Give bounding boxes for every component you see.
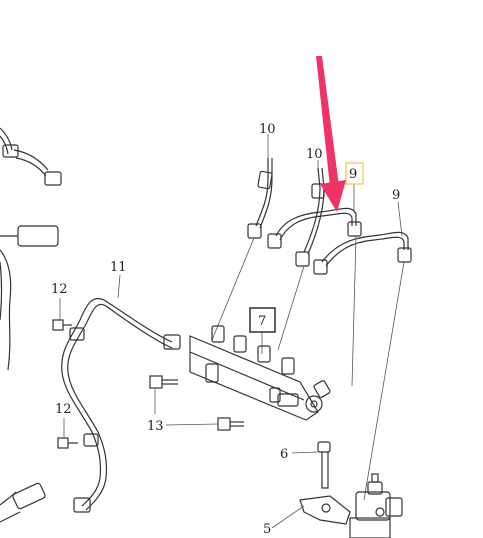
- return-line-11: [61, 297, 181, 513]
- callout-9-right: 9: [392, 188, 400, 203]
- injector: [349, 473, 403, 538]
- bolt-13-upper: [149, 375, 178, 414]
- fuel-rail-7: [189, 325, 331, 421]
- injection-pipe-10-left: [247, 134, 273, 239]
- callout-7: 7: [258, 314, 266, 329]
- left-hose-middle: [0, 225, 59, 371]
- injection-pipe-9-middle: [267, 184, 362, 249]
- red-arrow-annotation: [316, 56, 346, 212]
- callout-5: 5: [263, 522, 271, 537]
- callout-13: 13: [147, 419, 164, 434]
- left-hose-bottom: [0, 482, 46, 523]
- screw-12-lower: [57, 418, 78, 449]
- clamp-5: [271, 495, 351, 529]
- callout-6: 6: [280, 447, 288, 462]
- callout-box-7: [249, 307, 276, 333]
- highlight-box-9: [345, 162, 364, 185]
- callout-11: 11: [110, 260, 127, 275]
- screw-12-upper: [52, 298, 72, 331]
- callout-12-upper: 12: [51, 282, 68, 297]
- callout-10-right: 10: [306, 147, 323, 162]
- callout-12-lower: 12: [55, 402, 72, 417]
- screw-6: [291, 441, 331, 489]
- callout-10-left: 10: [259, 122, 276, 137]
- bolt-13-lower: [165, 417, 244, 431]
- injection-pipe-9-right: [313, 201, 412, 275]
- left-hose-top: [0, 127, 62, 186]
- callout-9-highlighted: 9: [349, 167, 357, 182]
